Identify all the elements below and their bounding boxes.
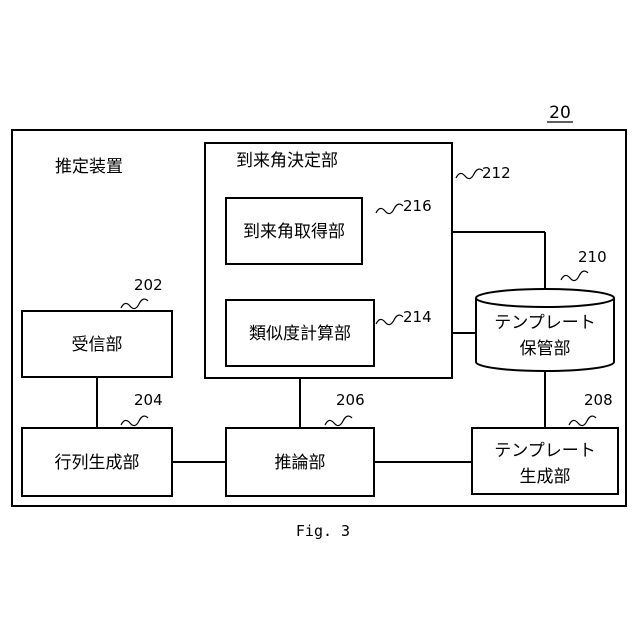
ref-216-number: 216 <box>403 197 432 215</box>
ref-206-number: 206 <box>336 391 365 409</box>
ref-210-number: 210 <box>578 248 607 266</box>
ref-202-number: 202 <box>134 276 163 294</box>
figure-ref-number: 20 <box>549 103 571 123</box>
ref-212-number: 212 <box>482 164 511 182</box>
figure-caption: Fig. 3 <box>296 522 350 540</box>
matrix-generation-unit-label: 行列生成部 <box>55 453 140 473</box>
similarity-calculation-unit-label: 類似度計算部 <box>249 324 351 344</box>
template-storage-unit-label-line1: テンプレート <box>494 313 596 333</box>
template-storage-unit-label-line2: 保管部 <box>520 339 571 359</box>
ref-208-number: 208 <box>584 391 613 409</box>
template-generation-unit-label-line2: 生成部 <box>520 467 571 487</box>
receiver-unit-label: 受信部 <box>72 335 123 355</box>
inference-unit-label: 推論部 <box>275 453 326 473</box>
arrival-angle-determination-unit-label: 到来角決定部 <box>236 151 338 171</box>
arrival-angle-acquisition-unit-label: 到来角取得部 <box>243 222 345 242</box>
template-generation-unit-label-line1: テンプレート <box>494 441 596 461</box>
ref-214-number: 214 <box>403 308 432 326</box>
ref-204-number: 204 <box>134 391 163 409</box>
estimation-device-label: 推定装置 <box>55 157 123 177</box>
